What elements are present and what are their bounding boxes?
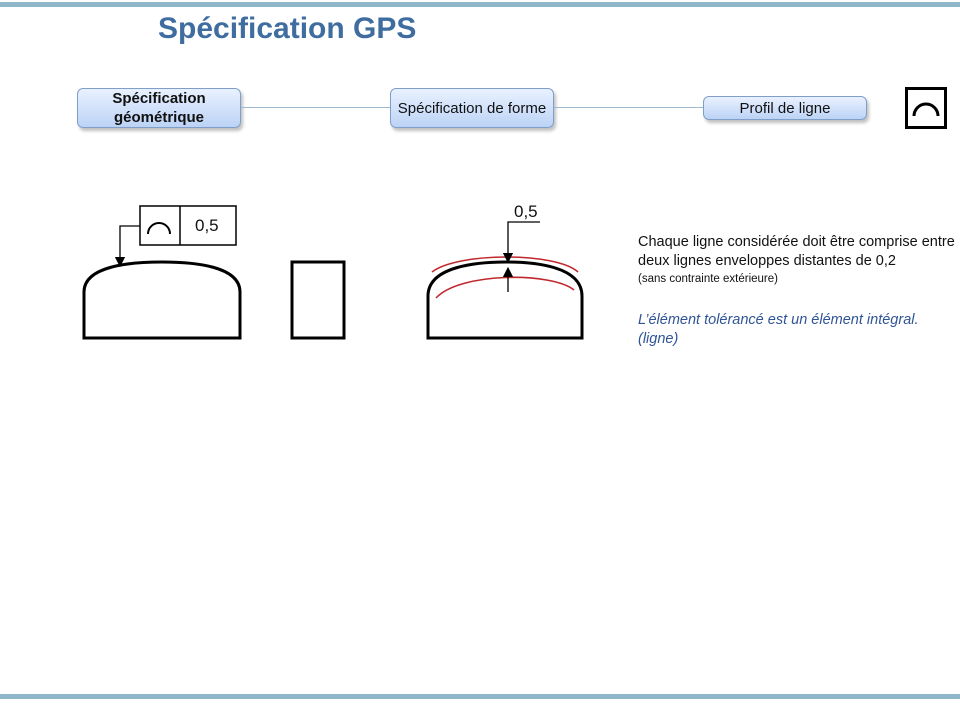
description-text: Chaque ligne considérée doit être compri…: [638, 234, 955, 269]
tolerance-frame: [139, 205, 237, 246]
frame-tolerance-value: 0,5: [195, 216, 219, 235]
leader-line: [114, 225, 140, 268]
bottom-rule: [0, 694, 960, 699]
breadcrumb-line-profile[interactable]: Profil de ligne: [703, 96, 867, 120]
top-rule: [0, 2, 960, 7]
toleranced-profile: [426, 260, 584, 340]
breadcrumb-connector: [554, 107, 703, 108]
page-title: Spécification GPS: [158, 12, 417, 45]
line-profile-symbol-icon: [905, 87, 947, 129]
note-text: (sans contrainte extérieure): [638, 273, 778, 285]
profile-part: [82, 260, 242, 340]
zone-tolerance-value: 0,5: [514, 202, 538, 221]
zone-leader-top: [502, 221, 540, 264]
envelope-inner: [435, 276, 575, 299]
conclusion-text: L’élément tolérancé est un élément intég…: [638, 312, 919, 347]
breadcrumb-connector: [241, 107, 390, 108]
side-view: [290, 260, 346, 340]
line-profile-icon: [147, 222, 171, 235]
breadcrumb-geometric-spec[interactable]: Spécification géométrique: [77, 88, 241, 128]
breadcrumb-form-spec[interactable]: Spécification de forme: [390, 88, 554, 128]
